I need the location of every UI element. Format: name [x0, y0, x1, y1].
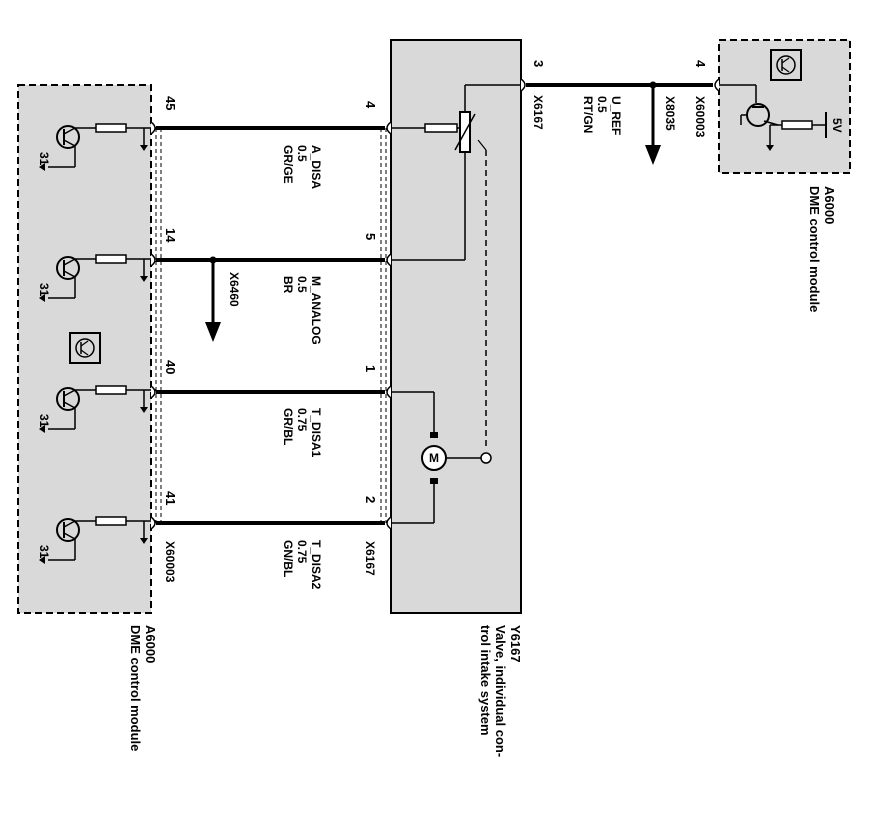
- valve-name-line2: trol intake system: [478, 625, 493, 736]
- valve-caption: Y6167 Valve, individual con- trol intake…: [478, 625, 523, 757]
- svg-text:T_DISA1: T_DISA1: [309, 408, 323, 458]
- pin-14: 14: [163, 228, 178, 243]
- right-dme-module: 5V: [718, 39, 851, 174]
- left-module-caption: A6000 DME control module: [128, 625, 158, 751]
- ground-label-14: 31: [37, 283, 51, 297]
- connector-x6460-label: X6460: [227, 272, 241, 307]
- pin-45: 45: [163, 96, 178, 110]
- valve-id: Y6167: [508, 625, 523, 663]
- left-module-id: A6000: [143, 625, 158, 663]
- connector-x6167-top-label: X6167: [531, 95, 545, 130]
- wire-label-m-analog: M_ANALOG 0.5 BR: [281, 276, 323, 345]
- connector-x8035-label: X8035: [663, 96, 677, 131]
- left-module-name: DME control module: [128, 625, 143, 751]
- svg-text:T_DISA2: T_DISA2: [309, 540, 323, 590]
- connector-x60003-label: X60003: [163, 541, 177, 583]
- valve-body: M: [390, 39, 522, 614]
- svg-text:0.75: 0.75: [295, 540, 309, 564]
- connector-terminals: [150, 78, 720, 530]
- ground-label-40: 31: [37, 414, 51, 428]
- right-pin-4: 4: [693, 60, 708, 68]
- connector-x6167-outline: [380, 128, 387, 523]
- svg-text:U_REF: U_REF: [609, 96, 623, 135]
- svg-text:A_DISA: A_DISA: [309, 145, 323, 189]
- ground-label-45: 31: [37, 152, 51, 166]
- connector-x60003-outline: [155, 128, 162, 523]
- control-unit-icon-right: [770, 49, 802, 81]
- svg-text:GN/BL: GN/BL: [281, 540, 295, 577]
- valve-pin-3: 3: [531, 60, 546, 67]
- valve-name-line1: Valve, individual con-: [493, 625, 508, 757]
- wire-label-a-disa: A_DISA 0.5 GR/GE: [281, 145, 323, 189]
- valve-pin-2: 2: [363, 496, 378, 503]
- control-unit-icon: [69, 332, 101, 364]
- right-module-id: A6000: [822, 186, 837, 224]
- svg-text:BR: BR: [281, 276, 295, 294]
- motor-symbol: M: [429, 451, 439, 465]
- connector-x6167-label: X6167: [363, 541, 377, 576]
- valve-pin-4: 4: [363, 101, 378, 109]
- svg-text:0.5: 0.5: [295, 276, 309, 293]
- svg-text:GR/GE: GR/GE: [281, 145, 295, 184]
- wire-u-ref: [526, 81, 713, 165]
- right-module-caption: A6000 DME control module: [807, 186, 837, 312]
- svg-text:0.5: 0.5: [595, 96, 609, 113]
- svg-text:0.75: 0.75: [295, 408, 309, 432]
- valve-pin-1: 1: [363, 365, 378, 372]
- voltage-label: 5V: [830, 118, 844, 133]
- connector-x60003-right-label: X60003: [693, 96, 707, 138]
- svg-text:GR/BL: GR/BL: [281, 408, 295, 445]
- wire-label-t-disa1: T_DISA1 0.75 GR/BL: [281, 408, 323, 458]
- pin-41: 41: [163, 491, 178, 505]
- pin-40: 40: [163, 360, 178, 374]
- svg-text:0.5: 0.5: [295, 145, 309, 162]
- wire-m-analog: [156, 256, 385, 342]
- valve-pin-5: 5: [363, 233, 378, 240]
- motor-icon: M: [421, 432, 447, 484]
- right-module-name: DME control module: [807, 186, 822, 312]
- svg-text:M_ANALOG: M_ANALOG: [309, 276, 323, 345]
- wire-label-t-disa2: T_DISA2 0.75 GN/BL: [281, 540, 323, 590]
- left-dme-module: 31 31 31 31: [17, 84, 156, 614]
- wire-label-u-ref: U_REF 0.5 RT/GN: [581, 96, 623, 135]
- ground-label-41: 31: [37, 545, 51, 559]
- svg-text:RT/GN: RT/GN: [581, 96, 595, 133]
